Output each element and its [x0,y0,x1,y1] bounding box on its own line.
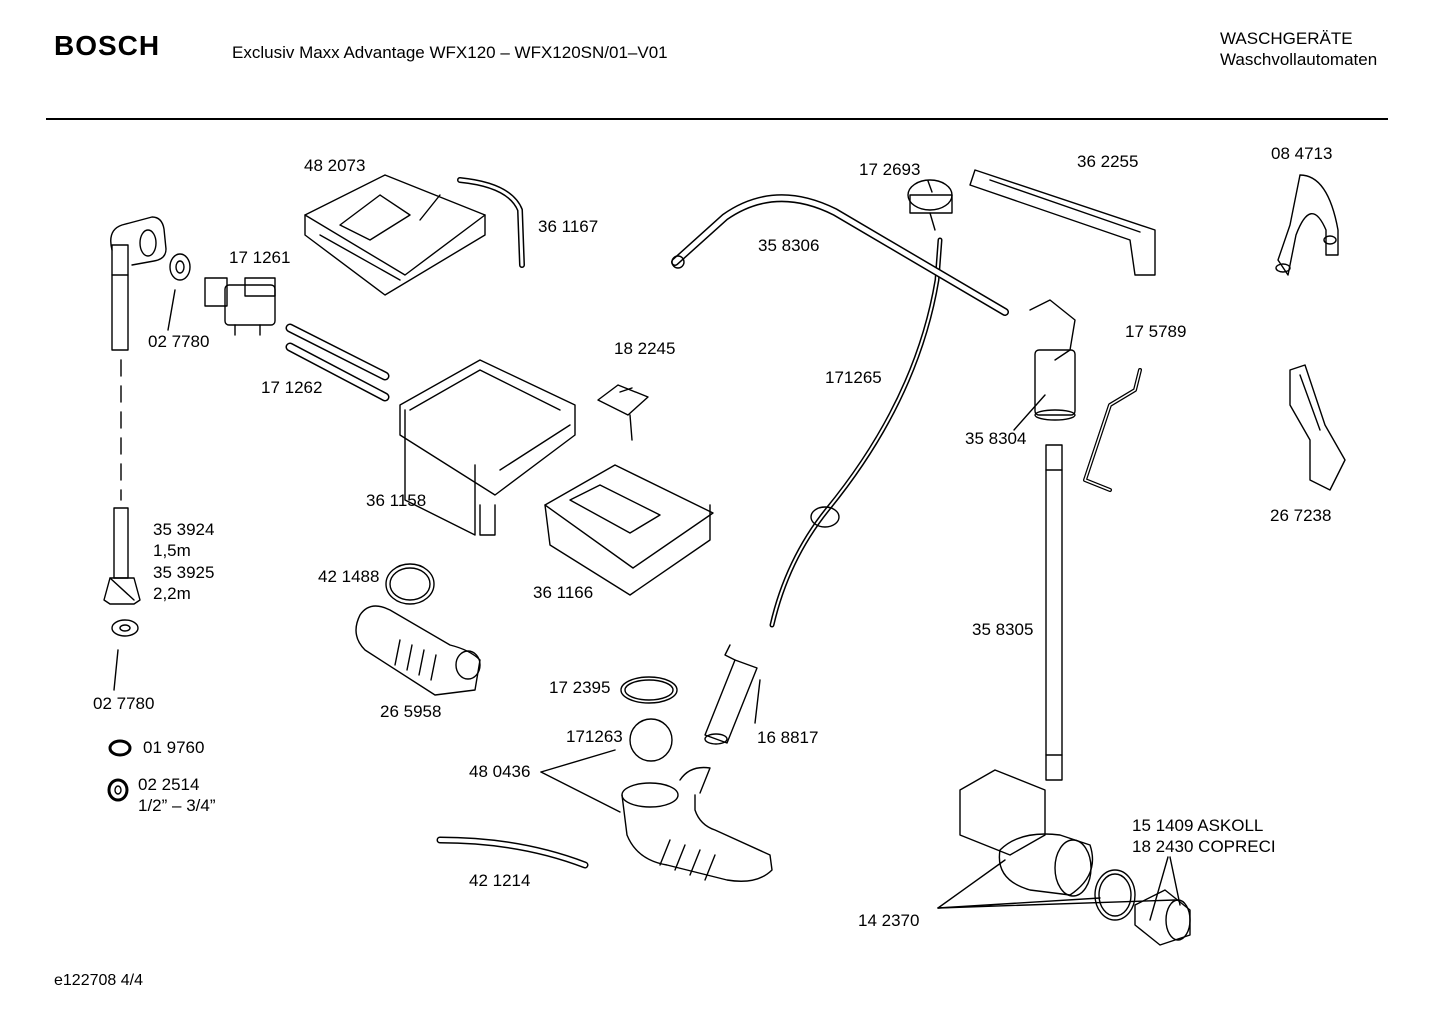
part-label: 14 2370 [858,911,919,930]
part-label: 02 7780 [93,694,154,713]
detergent-tray-top [304,174,486,296]
sump-hose [621,766,773,882]
part-label: 48 0436 [469,762,530,781]
pressure-switch [907,179,953,231]
part-label: 48 2073 [304,156,365,175]
part-label: 16 8817 [757,728,818,747]
page-title: Exclusiv Maxx Advantage WFX120 – WFX120S… [232,43,668,62]
part-label: 35 3925 [153,563,214,582]
part-label: 08 4713 [1271,144,1332,163]
part-label: 36 1158 [366,491,426,510]
part-label: 26 5958 [380,702,441,721]
small-hose-421214 [436,836,589,869]
part-label: 01 9760 [143,738,204,757]
part-label: 36 2255 [1077,152,1138,171]
part-label: 02 7780 [148,332,209,351]
nut-022514 [107,778,129,802]
part-label: 171263 [566,727,623,746]
drain-pump [959,769,1094,897]
category-line-1: WASCHGERÄTE [1220,29,1353,48]
clip-182245 [597,384,649,441]
part-label: 2,2m [153,584,191,603]
part-label: 17 5789 [1125,322,1186,341]
leader-lines [113,180,1181,921]
float-ball [629,718,673,762]
part-label: 35 8306 [758,236,819,255]
connector-tubes [285,323,390,402]
drain-hose-elbow [110,216,167,351]
part-label: 18 2245 [614,339,675,358]
part-label: 171265 [825,368,882,387]
part-label: 17 1262 [261,378,322,397]
part-label: 35 8305 [972,620,1033,639]
part-label: 26 7238 [1270,506,1331,525]
document-reference: e122708 4/4 [54,972,143,989]
part-label: 1/2” – 3/4” [138,796,216,815]
washer-019760 [108,739,132,757]
drain-hose-end [103,507,141,605]
pump-seal [1094,869,1136,921]
part-label: 1,5m [153,541,191,560]
wire-175789 [1083,368,1142,492]
hose-hook [1275,174,1339,276]
inlet-valve [204,277,276,336]
hose-358306 [671,194,1009,316]
part-label: 35 3924 [153,520,214,539]
part-label: 42 1214 [469,871,530,890]
pump-filter [1134,889,1191,946]
header-divider [46,118,1388,120]
small-hose [457,177,525,268]
detergent-drawer [544,464,714,596]
part-label: 15 1409 ASKOLL [1132,816,1263,835]
part-label: 17 1261 [229,248,290,267]
sensor-168817 [704,644,758,745]
part-label: 17 2395 [549,678,610,697]
sealing-ring-421488 [385,563,435,605]
category-line-2: Waschvollautomaten [1220,50,1378,69]
bracket-362255 [969,169,1156,276]
brand-logo: BOSCH [54,30,161,61]
washer-bottom [111,619,139,637]
hose-358305 [1045,444,1063,781]
part-label: 18 2430 COPRECI [1132,837,1276,856]
washer-top [169,253,191,281]
part-label: 02 2514 [138,775,199,794]
dispenser-housing [399,359,576,536]
clip-267238 [1289,364,1346,491]
part-label: 36 1167 [538,217,598,236]
part-label: 35 8304 [965,429,1026,448]
pump-inlet-358304 [1029,299,1076,421]
bellows-hose [355,605,481,696]
part-label: 36 1166 [533,583,593,602]
sealing-ring-172395 [620,676,678,704]
part-label: 17 2693 [859,160,920,179]
pressure-hose [769,237,943,628]
part-label: 42 1488 [318,567,379,586]
